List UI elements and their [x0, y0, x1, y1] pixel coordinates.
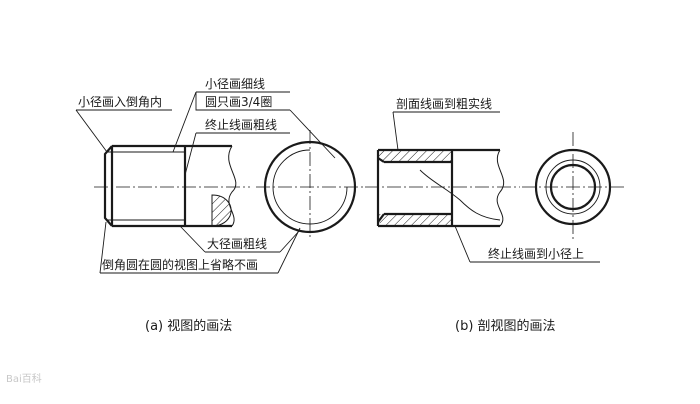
- outer-circle: [534, 148, 612, 226]
- minor-thick-circle: [549, 163, 597, 211]
- label-chamfer-circle-omitted: 倒角圆在圆的视图上省略不画: [102, 257, 258, 272]
- section-minor-diameter: [377, 157, 452, 223]
- inner-break-curve: [419, 169, 501, 221]
- lower-wall-hatch: [378, 214, 452, 226]
- major-diameter-outline: [103, 144, 232, 228]
- break-section-hatch: [211, 194, 232, 227]
- major-thin-circle: [545, 159, 601, 215]
- label-major-thick-line: 大径画粗线: [207, 237, 267, 251]
- caption-view-a: (a) 视图的画法: [145, 318, 232, 334]
- view-b-end-view: [522, 132, 624, 242]
- view-a-end-view: [256, 130, 364, 240]
- caption-view-b: (b) 剖视图的画法: [455, 318, 556, 334]
- label-end-line-to-minor: 终止线画到小径上: [488, 246, 584, 261]
- major-diameter-circle: [263, 140, 357, 234]
- section-break-line: [496, 149, 505, 227]
- view-a-leaders: [75, 91, 336, 274]
- label-minor-thin-line: 小径画细线: [205, 77, 265, 91]
- upper-wall-hatch: [378, 150, 452, 162]
- section-major-thin-lines: [378, 149, 452, 227]
- label-hatch-to-thick-line: 剖面线画到粗实线: [396, 96, 492, 111]
- label-end-line-thick: 终止线画粗线: [205, 117, 277, 132]
- break-line: [228, 145, 237, 227]
- label-circle-three-quarter: 圆只画3/4圈: [205, 95, 272, 109]
- watermark: Bai百科: [6, 372, 42, 385]
- view-b-leaders: [392, 111, 600, 263]
- view-b-drawing: [365, 148, 520, 228]
- label-minor-into-chamfer: 小径画入倒角内: [78, 95, 162, 109]
- minor-diameter-thin-lines: [107, 151, 185, 221]
- view-a-drawing: [94, 144, 250, 228]
- minor-diameter-three-quarter-circle: [272, 149, 348, 225]
